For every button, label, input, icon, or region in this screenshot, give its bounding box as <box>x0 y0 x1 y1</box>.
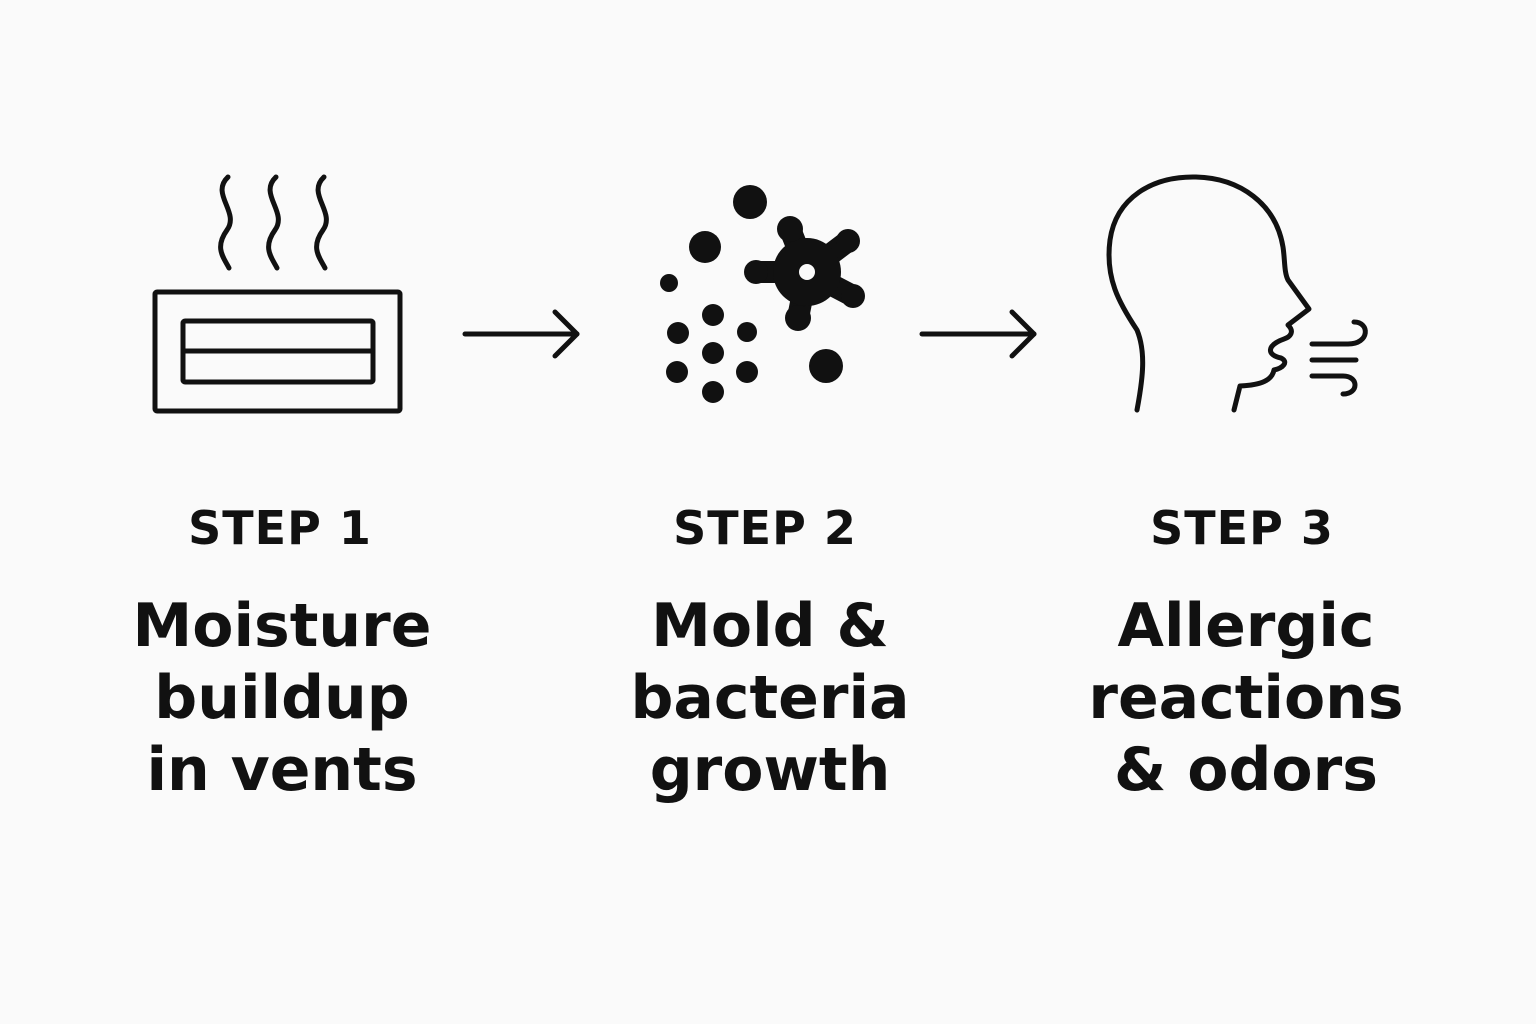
spore <box>809 349 843 383</box>
step-1-description-line: buildup <box>154 663 410 733</box>
step-2-label: STEP 2 <box>673 501 857 555</box>
mold-spores-icon <box>650 180 880 410</box>
step-1-description: Moisture buildup in vents <box>72 590 492 806</box>
breath-line-1 <box>1309 319 1368 347</box>
vent-with-steam-icon <box>140 165 420 425</box>
arrow-right-icon <box>912 300 1047 370</box>
spore <box>689 231 721 263</box>
step-1-label: STEP 1 <box>188 501 372 555</box>
spore <box>666 361 688 383</box>
step-2-description-line: bacteria <box>630 663 910 733</box>
spore <box>702 381 724 403</box>
spore <box>660 274 678 292</box>
spore <box>736 361 758 383</box>
steam-wave-1 <box>218 174 233 271</box>
step-2-description-line: growth <box>649 735 891 805</box>
step-3-description: Allergic reactions & odors <box>1036 590 1456 806</box>
step-3-description-line: Allergic <box>1117 591 1375 661</box>
step-3-description-line: & odors <box>1114 735 1378 805</box>
step-1-description-line: in vents <box>146 735 418 805</box>
vent-frame <box>152 289 403 414</box>
spore <box>702 304 724 326</box>
step-2-description-line: Mold & <box>651 591 889 661</box>
steam-wave-2 <box>266 174 281 271</box>
spore <box>737 322 757 342</box>
head-breathing-icon <box>1100 170 1380 420</box>
breath-line-3 <box>1309 373 1358 397</box>
step-3-label: STEP 3 <box>1150 501 1334 555</box>
spore <box>733 185 767 219</box>
step-1-description-line: Moisture <box>132 591 432 661</box>
steam-wave-3 <box>314 174 329 271</box>
spore <box>667 322 689 344</box>
step-2-description: Mold & bacteria growth <box>560 590 980 806</box>
head-outline <box>1106 174 1312 413</box>
arrow-right-icon <box>455 300 590 370</box>
step-3-description-line: reactions <box>1088 663 1404 733</box>
spore <box>702 342 724 364</box>
